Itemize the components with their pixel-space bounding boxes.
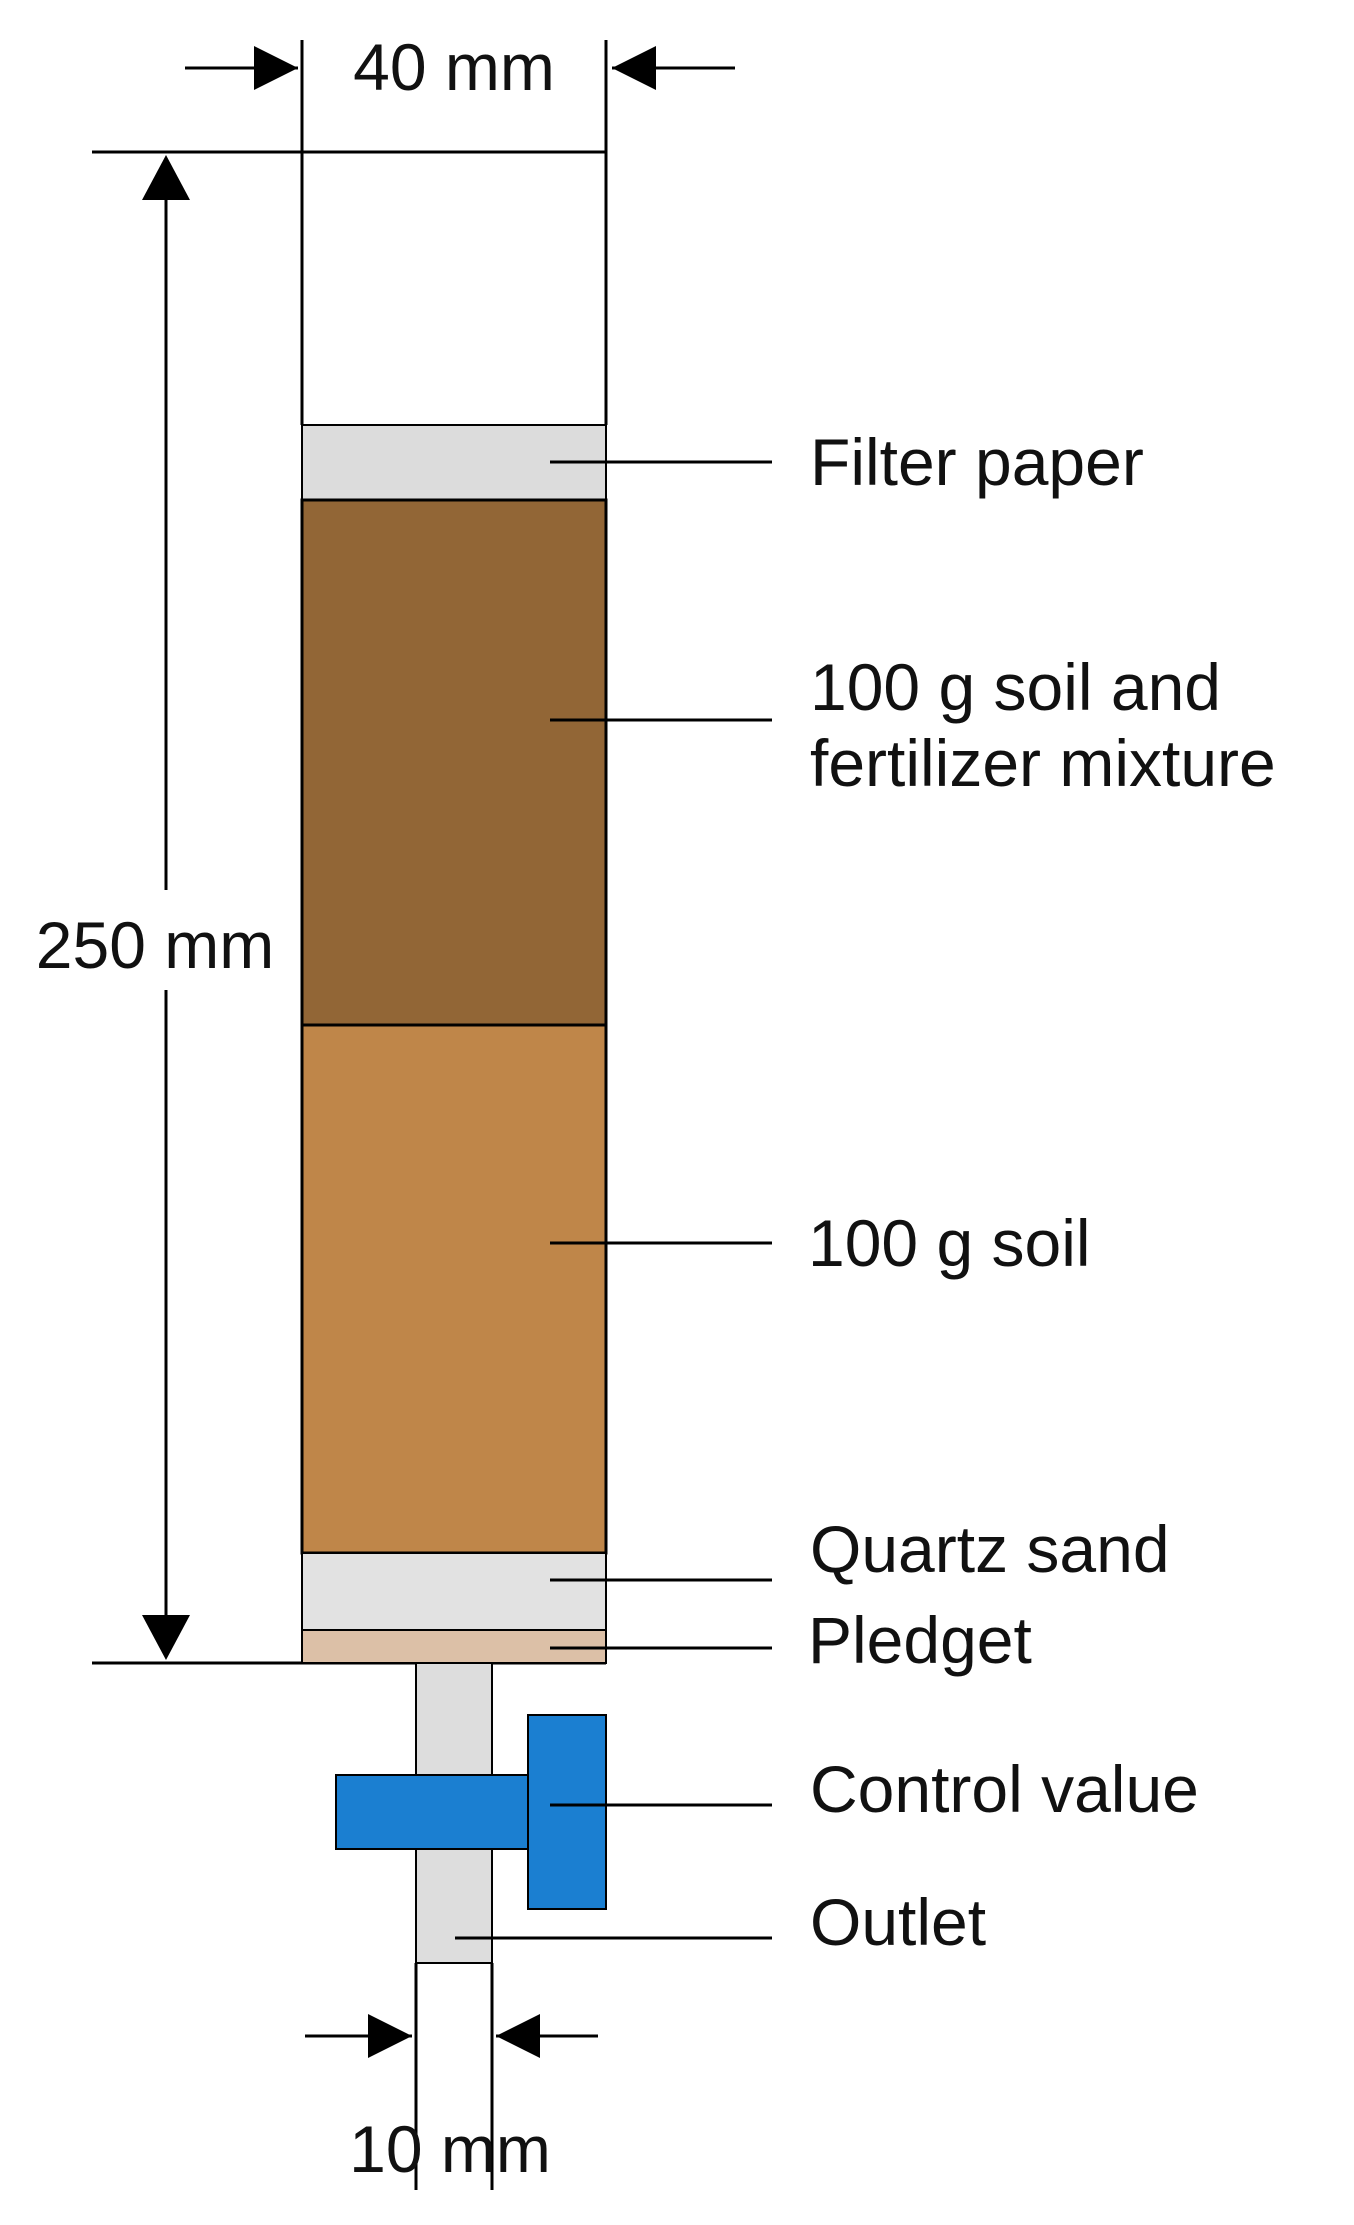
column-width-label: 40 mm — [353, 30, 555, 104]
soil-layer — [300, 1023, 608, 1555]
height-arrowhead-bottom — [142, 1615, 190, 1660]
outlet-width-arrowhead-right — [496, 2014, 540, 2058]
control-valve-stem — [335, 1774, 531, 1850]
label-quartz-sand: Quartz sand — [810, 1512, 1170, 1586]
soil-fertilizer-layer — [300, 498, 608, 1027]
label-soil: 100 g soil — [808, 1206, 1091, 1280]
width-arrowhead-right — [612, 46, 656, 90]
control-valve-handle — [527, 1714, 607, 1910]
outlet-width-arrowhead-left — [368, 2014, 412, 2058]
quartz-sand-layer — [301, 1552, 607, 1631]
label-control-valve: Control value — [810, 1752, 1199, 1826]
label-soil-fertilizer: 100 g soil and fertilizer mixture — [810, 650, 1276, 800]
width-arrowhead-left — [254, 46, 298, 90]
label-outlet: Outlet — [810, 1885, 986, 1959]
label-filter-paper: Filter paper — [810, 425, 1144, 499]
outlet-width-label: 10 mm — [349, 2112, 551, 2186]
column-height-label: 250 mm — [36, 908, 274, 982]
height-arrowhead-top — [142, 155, 190, 200]
label-pledget: Pledget — [808, 1603, 1032, 1677]
